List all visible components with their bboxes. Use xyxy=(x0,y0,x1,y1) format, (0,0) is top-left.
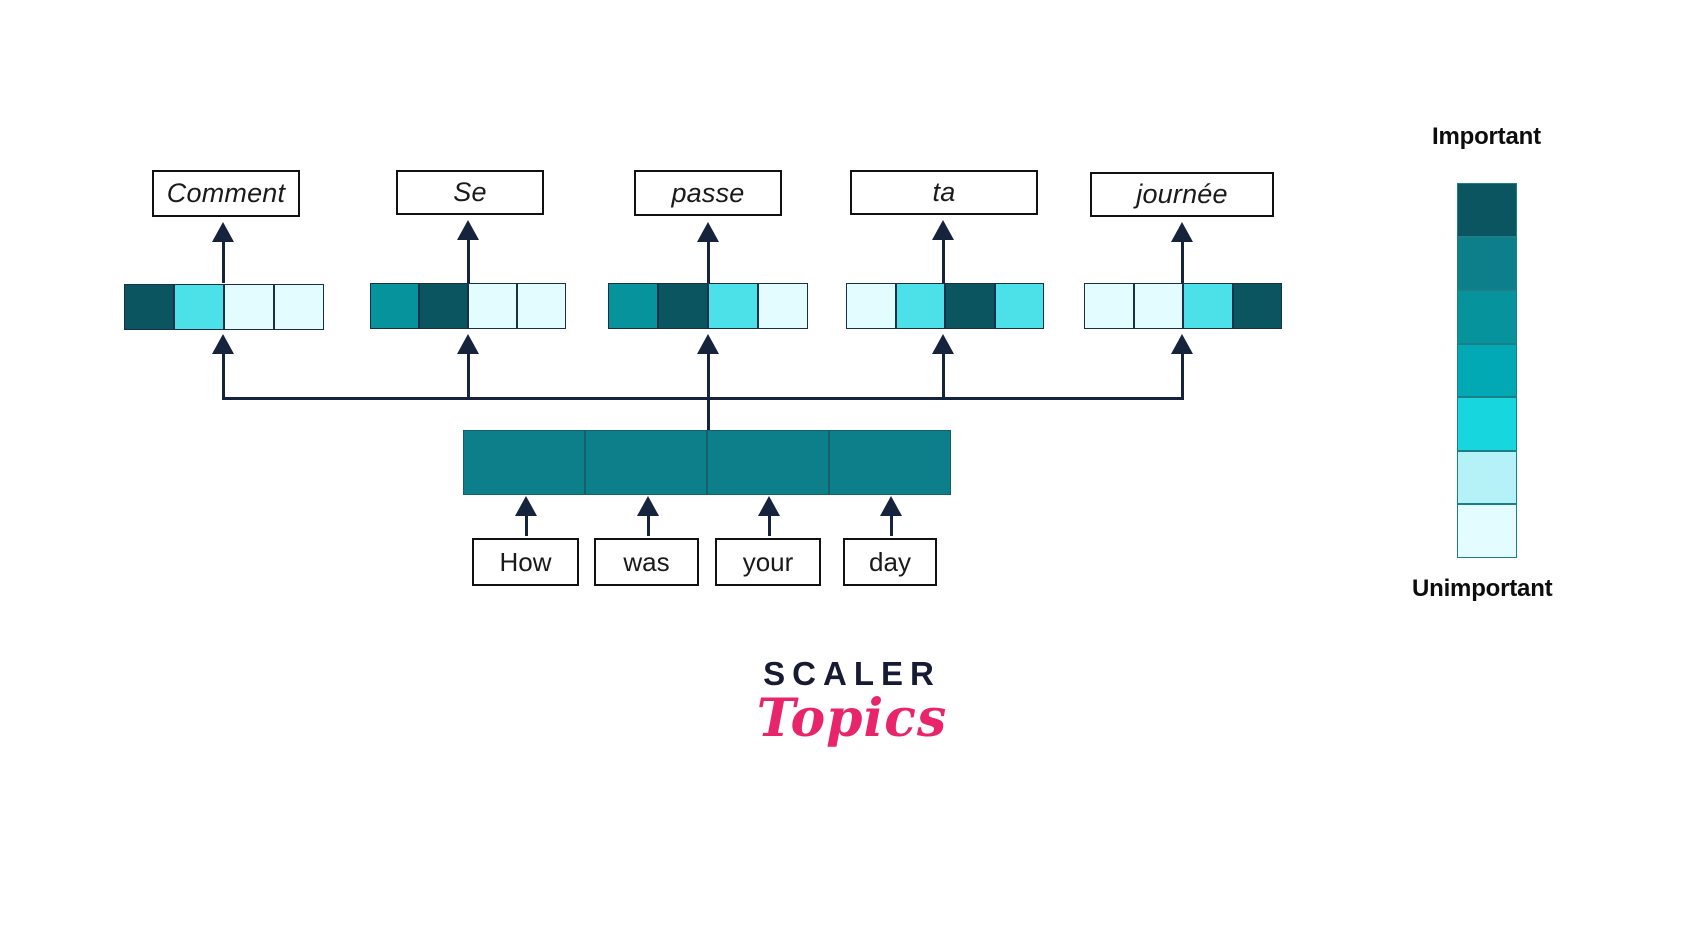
attention-row-se xyxy=(370,283,566,329)
legend-swatch xyxy=(1457,290,1517,344)
arrow-head-to-passe xyxy=(697,222,719,242)
attention-row-comment xyxy=(124,284,324,330)
attention-row-ta xyxy=(846,283,1044,329)
legend-colorbar xyxy=(1457,183,1517,559)
attention-cell xyxy=(1183,283,1233,329)
output-word-label: passe xyxy=(671,177,745,208)
arrow-head-day-to-encoder xyxy=(880,496,902,516)
arrow-shaft-your-to-encoder xyxy=(768,512,771,536)
logo-scaler-wordmark: SCALER xyxy=(763,655,941,692)
arrow-head-your-to-encoder xyxy=(758,496,780,516)
attention-cell xyxy=(419,283,468,329)
encoder-state-cell xyxy=(463,430,585,495)
output-word-label: Comment xyxy=(166,178,286,208)
attention-cell xyxy=(124,284,174,330)
attention-cell xyxy=(1232,283,1282,329)
arrow-head-was-to-encoder xyxy=(637,496,659,516)
arrow-shaft-to-passe xyxy=(707,228,710,283)
arrow-head-ctx-to-comment xyxy=(212,334,234,354)
logo-topics-wordmark: Topics xyxy=(756,688,948,749)
attention-cell xyxy=(1133,283,1183,329)
arrow-head-to-se xyxy=(457,220,479,240)
arrow-shaft-to-se xyxy=(467,226,470,283)
arrow-shaft-ctx-to-comment xyxy=(222,348,225,399)
output-word-label: journée xyxy=(1136,179,1228,209)
output-word-box-ta: ta xyxy=(850,170,1038,215)
attention-cell xyxy=(658,283,708,329)
input-word-label: was xyxy=(623,546,670,577)
encoder-state-cell xyxy=(707,430,829,495)
encoder-state-cell xyxy=(585,430,707,495)
attention-cell xyxy=(224,284,274,330)
arrow-shaft-ctx-to-se xyxy=(467,348,470,399)
context-bus-line xyxy=(222,397,1184,400)
attention-cell xyxy=(274,284,324,330)
encoder-state-cell xyxy=(829,430,951,495)
arrow-shaft-to-journee xyxy=(1181,228,1184,283)
output-word-box-passe: passe xyxy=(634,170,782,216)
attention-row-journee xyxy=(1084,283,1282,329)
attention-cell xyxy=(468,283,517,329)
attention-cell xyxy=(994,283,1044,329)
legend-swatch xyxy=(1457,504,1517,559)
arrow-head-how-to-encoder xyxy=(515,496,537,516)
attention-cell xyxy=(758,283,808,329)
attention-cell xyxy=(608,283,658,329)
legend-swatch xyxy=(1457,343,1517,398)
attention-cell xyxy=(945,283,995,329)
input-word-label: How xyxy=(499,546,552,577)
arrow-head-ctx-to-ta xyxy=(932,334,954,354)
arrow-head-to-comment xyxy=(212,222,234,242)
input-word-box-your: your xyxy=(715,538,821,586)
output-word-box-journee: journée xyxy=(1090,172,1274,217)
legend-bottom-label: Unimportant xyxy=(1412,575,1553,602)
arrow-head-ctx-to-passe xyxy=(697,334,719,354)
arrow-shaft-to-ta xyxy=(942,226,945,283)
attention-row-passe xyxy=(608,283,808,329)
arrow-shaft-to-comment xyxy=(222,228,225,283)
arrow-shaft-ctx-to-journee xyxy=(1181,348,1184,399)
legend-swatch xyxy=(1457,450,1517,505)
attention-cell xyxy=(174,284,224,330)
arrow-shaft-how-to-encoder xyxy=(525,512,528,536)
attention-cell xyxy=(370,283,419,329)
arrow-head-to-journee xyxy=(1171,222,1193,242)
arrow-shaft-ctx-to-ta xyxy=(942,348,945,399)
input-word-box-day: day xyxy=(843,538,937,586)
output-word-box-se: Se xyxy=(396,170,544,215)
attention-cell xyxy=(846,283,896,329)
input-word-box-how: How xyxy=(472,538,579,586)
arrow-head-ctx-to-journee xyxy=(1171,334,1193,354)
arrow-shaft-ctx-to-passe xyxy=(707,348,710,433)
legend-swatch xyxy=(1457,397,1517,451)
input-word-label: your xyxy=(742,546,794,577)
arrow-shaft-day-to-encoder xyxy=(890,512,893,536)
output-word-box-comment: Comment xyxy=(152,170,300,217)
legend-swatch xyxy=(1457,236,1517,291)
scaler-topics-logo: SCALER Topics xyxy=(672,657,1032,747)
output-word-label: Se xyxy=(453,177,487,207)
encoder-states-bar xyxy=(463,430,951,495)
attention-cell xyxy=(1084,283,1134,329)
legend-top-label: Important xyxy=(1432,123,1541,150)
attention-cell xyxy=(517,283,566,329)
input-word-label: day xyxy=(869,546,911,577)
arrow-head-to-ta xyxy=(932,220,954,240)
arrow-shaft-was-to-encoder xyxy=(647,512,650,536)
input-word-box-was: was xyxy=(594,538,699,586)
attention-cell xyxy=(895,283,945,329)
attention-cell xyxy=(708,283,758,329)
output-word-label: ta xyxy=(932,177,956,207)
arrow-head-ctx-to-se xyxy=(457,334,479,354)
legend-swatch xyxy=(1457,183,1517,237)
